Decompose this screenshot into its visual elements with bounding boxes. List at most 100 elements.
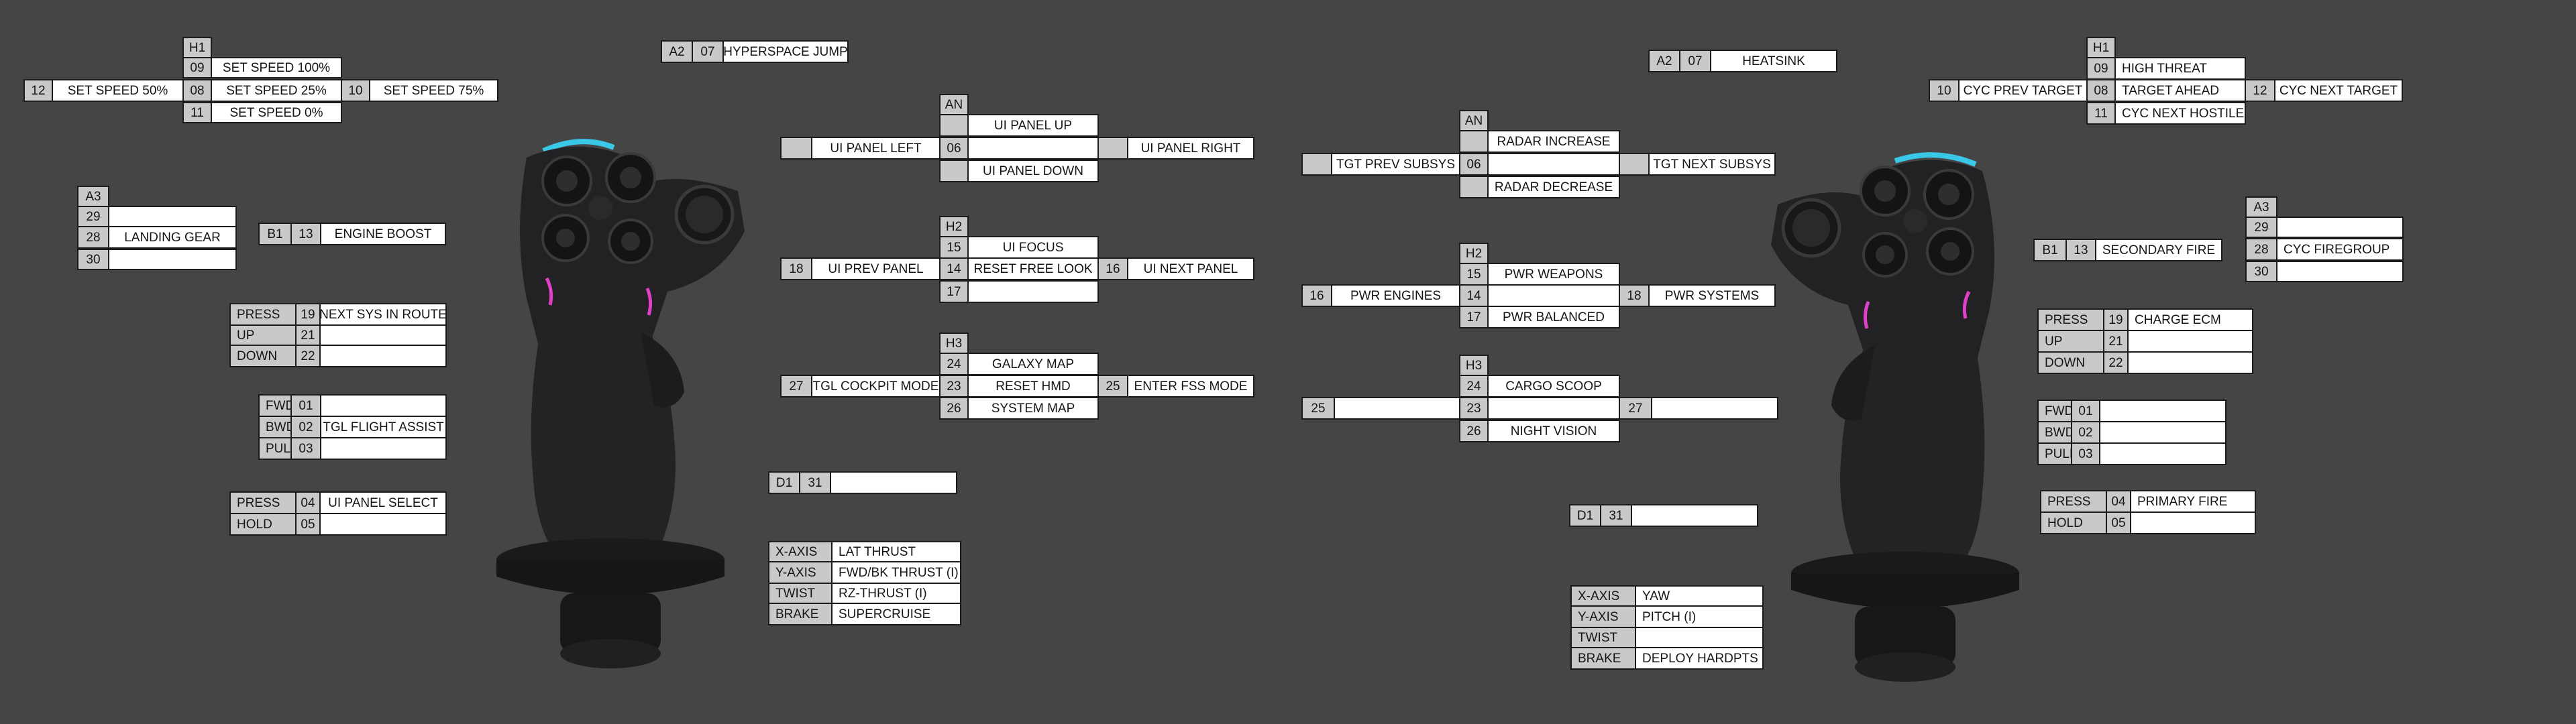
left-a3-r2-id: 28 bbox=[77, 226, 109, 249]
left-joystick-image bbox=[496, 139, 745, 668]
right-axis-x-value: YAW bbox=[1635, 585, 1764, 607]
right-trigger-fwd-label: FWD bbox=[2037, 400, 2072, 422]
right-h1-right-id: 12 bbox=[2245, 79, 2275, 102]
left-an-right: UI PANEL RIGHT bbox=[1127, 137, 1254, 160]
left-h3-left-id: 27 bbox=[780, 375, 812, 398]
right-an-down-id bbox=[1459, 176, 1489, 198]
right-joystick-image bbox=[1771, 152, 2019, 682]
right-trigger-bwd-value bbox=[2099, 421, 2226, 444]
right-h2-right: PWR SYSTEMS bbox=[1648, 284, 1776, 307]
left-h2-up: UI FOCUS bbox=[967, 236, 1099, 259]
left-trigger-fwd-label: FWD bbox=[258, 394, 292, 417]
left-h1-right: SET SPEED 75% bbox=[369, 79, 498, 102]
left-trigger-bwd-id: 02 bbox=[290, 416, 321, 438]
right-an-up-id bbox=[1459, 130, 1489, 153]
right-wheel-press-id: 19 bbox=[2103, 308, 2129, 331]
right-axis-twist-value bbox=[1635, 627, 1764, 648]
right-trigger-pull-label: PULL bbox=[2037, 442, 2072, 465]
right-a3-r3 bbox=[2276, 261, 2404, 282]
right-h3-right-id: 27 bbox=[1619, 397, 1652, 420]
right-h1-header: H1 bbox=[2086, 37, 2116, 58]
right-wheel-up-label: UP bbox=[2037, 330, 2104, 353]
left-h3-right: ENTER FSS MODE bbox=[1127, 375, 1254, 398]
left-wheel-up-value bbox=[319, 324, 447, 346]
left-a2-label: A2 bbox=[661, 40, 693, 63]
left-h1-left-id: 12 bbox=[23, 79, 53, 102]
right-h1-center: TARGET AHEAD bbox=[2114, 79, 2246, 102]
left-b1-value: ENGINE BOOST bbox=[320, 223, 446, 245]
right-an-right-id bbox=[1619, 153, 1650, 176]
left-a3-r2: LANDING GEAR bbox=[108, 226, 237, 249]
left-wheel-press-value: NEXT SYS IN ROUTE bbox=[319, 303, 447, 326]
left-h2-header: H2 bbox=[939, 216, 969, 237]
right-a3-r3-id: 30 bbox=[2245, 261, 2277, 282]
left-h1-right-id: 10 bbox=[341, 79, 370, 102]
left-wheel-down-label: DOWN bbox=[229, 345, 297, 367]
left-h2-down bbox=[967, 280, 1099, 303]
left-h1-down-id: 11 bbox=[182, 102, 212, 123]
right-a3-r2-id: 28 bbox=[2245, 238, 2277, 261]
left-an-down: UI PANEL DOWN bbox=[967, 160, 1099, 182]
left-h3-header: H3 bbox=[939, 333, 969, 354]
left-pinky-hold-id: 05 bbox=[295, 513, 321, 536]
left-h1-center: SET SPEED 25% bbox=[211, 79, 342, 102]
left-d1-label: D1 bbox=[768, 471, 800, 494]
left-h3-center-id: 23 bbox=[939, 375, 969, 398]
left-h3-up-id: 24 bbox=[939, 353, 969, 375]
right-wheel-up-value bbox=[2127, 330, 2253, 353]
right-h2-right-id: 18 bbox=[1619, 284, 1650, 307]
left-axis-x-label: X-AXIS bbox=[768, 541, 833, 562]
left-an-center-id: 06 bbox=[939, 137, 969, 160]
left-d1-id: 31 bbox=[799, 471, 831, 494]
left-axis-x-value: LAT THRUST bbox=[831, 541, 961, 562]
left-h3-right-id: 25 bbox=[1097, 375, 1128, 398]
left-h1-down: SET SPEED 0% bbox=[211, 102, 342, 123]
right-h2-down-id: 17 bbox=[1459, 306, 1489, 328]
right-h1-down-id: 11 bbox=[2086, 102, 2116, 125]
right-axis-y-label: Y-AXIS bbox=[1570, 605, 1636, 628]
right-an-left-id bbox=[1301, 153, 1332, 176]
left-wheel-press-label: PRESS bbox=[229, 303, 297, 326]
left-wheel-up-label: UP bbox=[229, 324, 297, 346]
left-trigger-bwd-label: BWD bbox=[258, 416, 292, 438]
left-a2-id: 07 bbox=[692, 40, 724, 63]
left-pinky-hold-label: HOLD bbox=[229, 513, 297, 536]
right-h3-up-id: 24 bbox=[1459, 375, 1489, 398]
left-h2-left-id: 18 bbox=[780, 257, 812, 280]
right-h3-center bbox=[1487, 397, 1620, 420]
left-trigger-fwd-id: 01 bbox=[290, 394, 321, 417]
left-h3-down-id: 26 bbox=[939, 397, 969, 420]
left-a3-r3-id: 30 bbox=[77, 249, 109, 270]
left-a3-r1 bbox=[108, 206, 237, 227]
left-axis-y-value: FWD/BK THRUST (I) bbox=[831, 561, 961, 584]
left-h3-up: GALAXY MAP bbox=[967, 353, 1099, 375]
right-an-down: RADAR DECREASE bbox=[1487, 176, 1620, 198]
left-trigger-fwd-value bbox=[320, 394, 447, 417]
right-wheel-down-id: 22 bbox=[2103, 351, 2129, 374]
left-an-up: UI PANEL UP bbox=[967, 114, 1099, 137]
right-h1-up-id: 09 bbox=[2086, 57, 2116, 80]
right-axis-brake-value: DEPLOY HARDPTS bbox=[1635, 647, 1764, 670]
left-h2-right-id: 16 bbox=[1097, 257, 1128, 280]
left-trigger-pull-id: 03 bbox=[290, 437, 321, 460]
right-h2-down: PWR BALANCED bbox=[1487, 306, 1620, 328]
left-pinky-press-label: PRESS bbox=[229, 491, 297, 514]
left-a2-value: HYPERSPACE JUMP bbox=[722, 40, 849, 63]
right-d1-label: D1 bbox=[1569, 504, 1601, 527]
left-h3-center: RESET HMD bbox=[967, 375, 1099, 398]
right-axis-x-label: X-AXIS bbox=[1570, 585, 1636, 607]
left-wheel-down-id: 22 bbox=[295, 345, 321, 367]
right-h3-left-id: 25 bbox=[1301, 397, 1335, 420]
right-trigger-pull-id: 03 bbox=[2071, 442, 2100, 465]
right-axis-twist-label: TWIST bbox=[1570, 627, 1636, 648]
right-an-center bbox=[1487, 153, 1620, 176]
right-an-up: RADAR INCREASE bbox=[1487, 130, 1620, 153]
right-h2-up: PWR WEAPONS bbox=[1487, 263, 1620, 286]
right-a3-r2: CYC FIREGROUP bbox=[2276, 238, 2404, 261]
left-trigger-pull-label: PULL bbox=[258, 437, 292, 460]
left-h2-center: RESET FREE LOOK bbox=[967, 257, 1099, 280]
right-h2-header: H2 bbox=[1459, 243, 1489, 264]
right-pinky-press-label: PRESS bbox=[2040, 490, 2107, 513]
left-h1-up: SET SPEED 100% bbox=[211, 57, 342, 78]
right-h1-left-id: 10 bbox=[1929, 79, 1960, 102]
